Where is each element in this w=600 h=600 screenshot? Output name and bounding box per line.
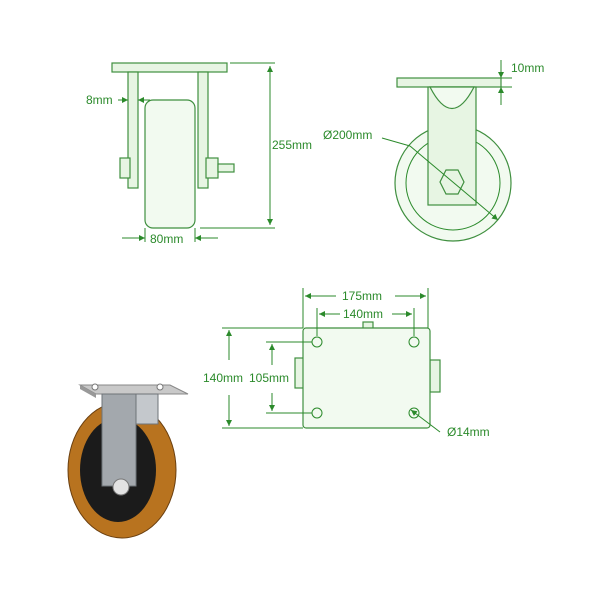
wheel-front bbox=[144, 99, 196, 229]
plate-top-view bbox=[294, 321, 441, 429]
mount-plate-edge bbox=[80, 385, 96, 398]
render-hole-1 bbox=[91, 383, 99, 391]
right-bracket-arm bbox=[197, 71, 209, 189]
wheel-diameter-label: Ø200mm bbox=[323, 128, 372, 142]
fork-shading bbox=[429, 86, 475, 109]
front-view bbox=[111, 62, 235, 229]
axle-bolt bbox=[217, 163, 235, 173]
caster-render bbox=[67, 383, 189, 539]
top-plate-front bbox=[111, 62, 228, 73]
axle-nut-left bbox=[119, 157, 131, 179]
hole-diameter-label: Ø14mm bbox=[447, 425, 490, 439]
axle-nut-right bbox=[205, 157, 219, 179]
render-hole-2 bbox=[156, 383, 164, 391]
bracket-thickness-label: 8mm bbox=[86, 93, 113, 107]
left-bracket-arm bbox=[127, 71, 139, 189]
plate-width-label: 175mm bbox=[342, 289, 382, 303]
top-plate-side bbox=[396, 77, 502, 88]
plate-thickness-label: 10mm bbox=[511, 61, 544, 75]
fork-back-render bbox=[135, 393, 159, 425]
overall-height-label: 255mm bbox=[272, 138, 312, 152]
mount-hole-br bbox=[408, 407, 420, 419]
plate-side-tab-right bbox=[429, 359, 441, 393]
axle-cap bbox=[112, 478, 130, 496]
side-view bbox=[394, 77, 512, 242]
axle-hex-nut bbox=[439, 169, 465, 195]
fork-render bbox=[101, 393, 137, 487]
plate-depth-label: 140mm bbox=[203, 371, 243, 385]
mounting-plate bbox=[302, 327, 431, 429]
mount-hole-tr bbox=[408, 336, 420, 348]
wheel-width-label: 80mm bbox=[150, 232, 183, 246]
hole-spacing-x-label: 140mm bbox=[343, 307, 383, 321]
hole-spacing-y-label: 105mm bbox=[249, 371, 289, 385]
